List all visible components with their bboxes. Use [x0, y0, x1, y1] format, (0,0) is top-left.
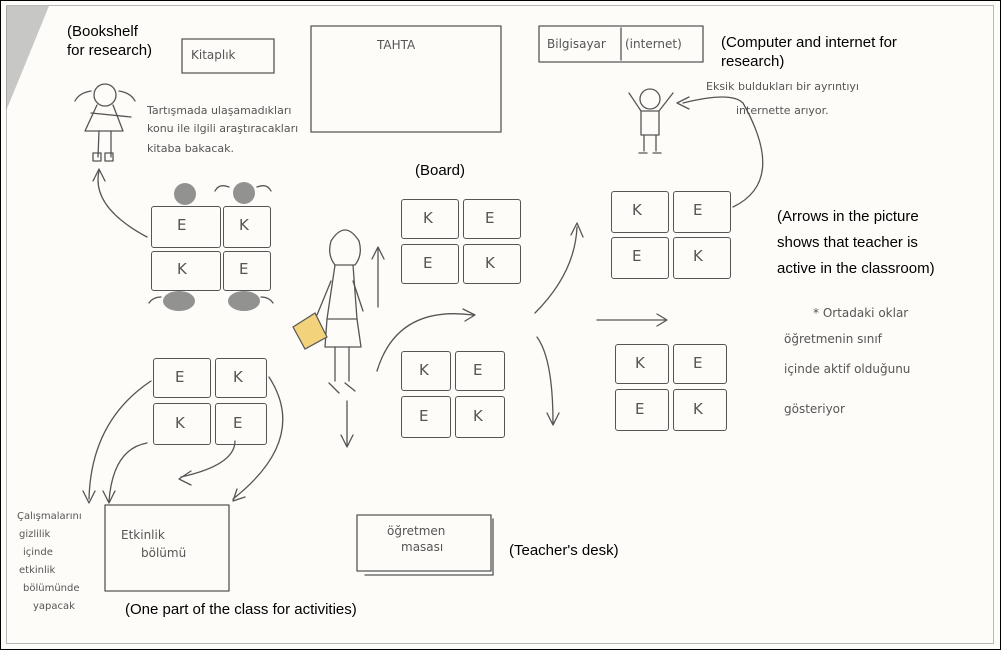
desk-letter: K: [693, 247, 703, 265]
desk-letter: E: [233, 414, 243, 432]
desk-letter: E: [693, 354, 703, 372]
desk-letter: K: [419, 361, 429, 379]
teacher-desk-translation: (Teacher's desk): [509, 542, 619, 559]
computer-box: [538, 25, 704, 63]
desk-letter: E: [175, 368, 185, 386]
desk-letter: K: [473, 407, 483, 425]
teacher-desk-box: [356, 514, 492, 572]
teacher-desk-label-hw-1: öğretmen: [387, 524, 446, 538]
drawing-area: [6, 5, 994, 644]
desk-letter: K: [175, 414, 185, 432]
desk-letter: K: [632, 201, 642, 219]
desk-letter: E: [632, 247, 642, 265]
desk-letter: K: [239, 216, 249, 234]
computer-label-hw-1: Bilgisayar: [547, 37, 606, 51]
desk-letter: K: [233, 368, 243, 386]
bookshelf-box: [181, 38, 275, 74]
desk-letter: K: [635, 354, 645, 372]
student-heads-top: [174, 182, 272, 205]
desk-letter: E: [419, 407, 429, 425]
student-bookshelf-figure: [74, 83, 136, 162]
student-heads-bottom: [148, 291, 274, 311]
student-computer-figure: [628, 88, 674, 154]
activity-label-hw-2: bölümü: [141, 546, 187, 560]
activity-label-hw-1: Etkinlik: [121, 528, 165, 542]
desk-letter: E: [239, 260, 249, 278]
desk-letter: K: [423, 209, 433, 227]
desk-letter: K: [177, 260, 187, 278]
movement-arrows: [82, 96, 764, 504]
desk-letter: K: [485, 254, 495, 272]
teacher-figure: [292, 229, 364, 394]
page-fold-shadow: [6, 6, 49, 111]
board-label-hw: TAHTA: [377, 38, 416, 52]
activity-area-box: [104, 504, 230, 592]
desk-letter: K: [693, 400, 703, 418]
activities-translation: (One part of the class for activities): [125, 601, 357, 618]
desk-letter: E: [693, 201, 703, 219]
bookshelf-label-hw: Kitaplık: [191, 48, 236, 62]
board-translation: (Board): [415, 162, 466, 179]
teacher-desk-label-hw-2: masası: [401, 540, 444, 554]
computer-label-hw-2: (internet): [625, 37, 682, 51]
board-box: [310, 25, 502, 133]
desk-letter: E: [177, 216, 187, 234]
desk-letter: E: [635, 400, 645, 418]
desk-letter: E: [423, 254, 433, 272]
desk-letter: E: [473, 361, 483, 379]
desk-letter: E: [485, 209, 495, 227]
